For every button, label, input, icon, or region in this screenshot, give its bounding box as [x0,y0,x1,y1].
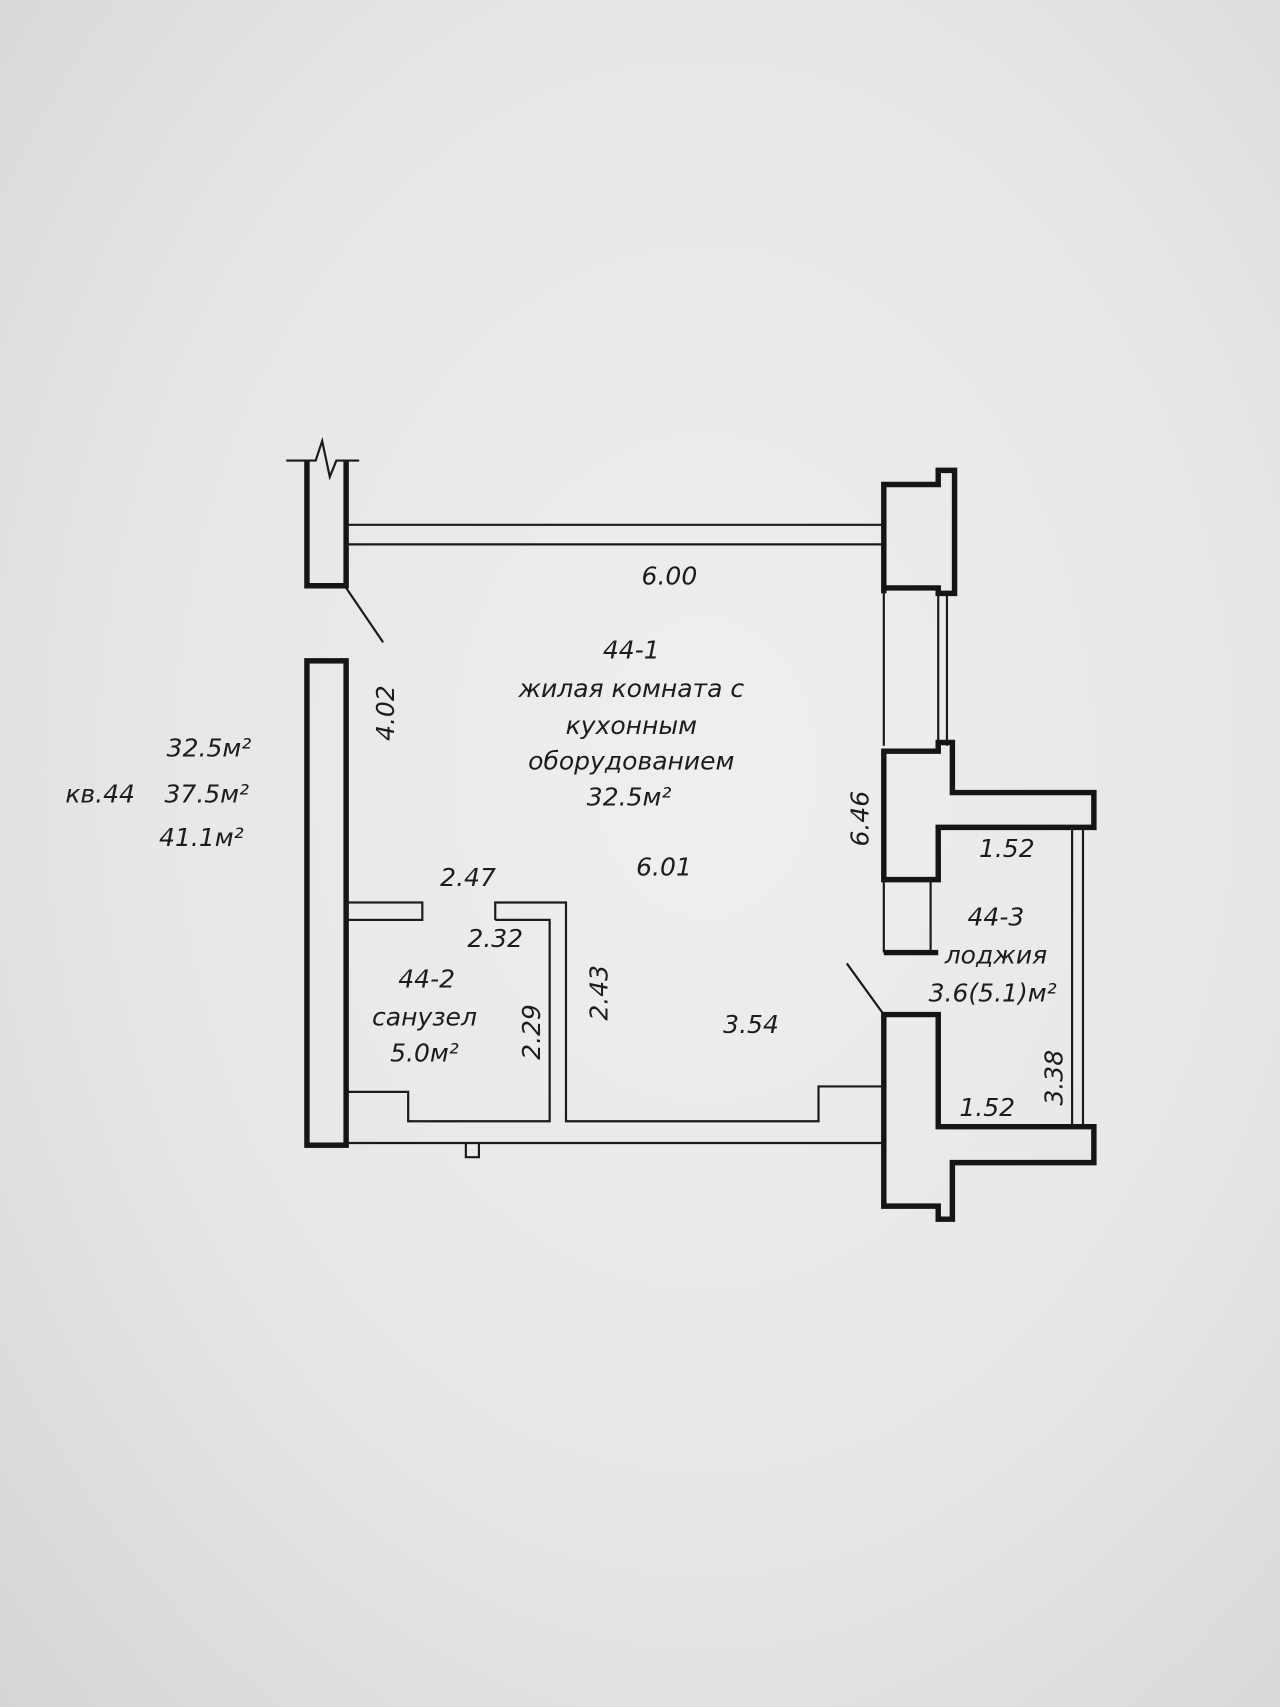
labels: 6.00 44-1 жилая комната с кухонным обору… [65,562,1068,1122]
partition-bath-right [346,901,884,1123]
room1-name-3: оборудованием [528,747,734,776]
walls [286,436,1097,1222]
room3-area: 3.6(5.1)м² [929,979,1057,1008]
wall-left [304,658,349,1148]
room3-name: лоджия [944,940,1047,969]
break-symbol [286,436,360,481]
loggia-rail [1071,827,1085,1127]
loggia-door [882,879,932,953]
summary-living: 32.5м² [167,734,252,763]
wall-bottom [346,1141,884,1159]
dim-right: 6.46 [846,791,875,847]
dim-top: 6.00 [642,562,698,591]
summary-total: 37.5м² [164,779,249,808]
summary-total-loggia: 41.1м² [159,823,244,852]
wall-right-lower [881,1011,1097,1222]
window-right [882,593,949,746]
dim-loggia-bottom: 1.52 [959,1093,1015,1122]
dim-mid: 6.01 [636,852,692,881]
room2-id: 44-2 [398,964,455,993]
room2-area: 5.0м² [390,1038,459,1067]
room1-name-1: жилая комната с [517,674,744,703]
room3-id: 44-3 [968,902,1025,931]
dim-bath-top: 2.47 [440,863,496,892]
wall-right-top [881,467,958,597]
dim-left: 4.02 [371,685,400,741]
room1-id: 44-1 [603,636,660,665]
dim-corridor: 2.43 [584,965,613,1021]
door-swing-loggia [845,962,885,1016]
window-top [346,523,884,546]
summary-apartment: кв.44 [65,779,135,808]
dim-loggia-top: 1.52 [979,834,1035,863]
dim-loggia-side: 3.38 [1039,1050,1068,1106]
wall-right-middle [881,739,1097,883]
room1-name-2: кухонным [566,711,697,740]
room2-name: санузел [372,1002,477,1031]
door-swing-entry [345,587,385,643]
partition-bath-left [345,901,424,921]
dim-bath-side: 2.29 [517,1004,546,1060]
wall-top-left [304,460,349,589]
dim-bottom: 3.54 [723,1010,779,1039]
dim-bath-inner: 2.32 [467,924,523,953]
room1-area: 32.5м² [587,783,672,812]
